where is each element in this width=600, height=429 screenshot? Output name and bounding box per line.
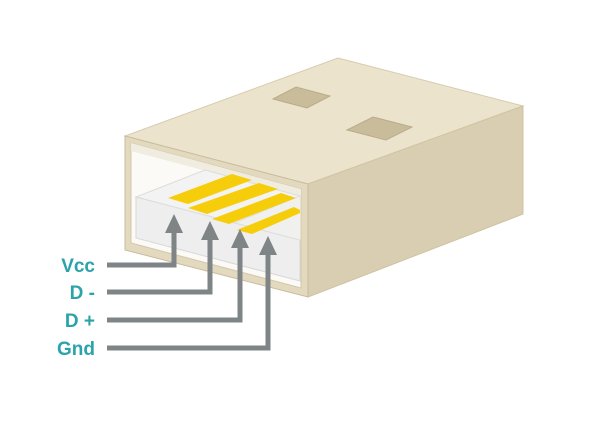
pin-arrowheads (165, 214, 277, 255)
arrow-vcc (107, 228, 177, 268)
contact-4 (237, 207, 300, 234)
latch-hole-left (271, 86, 332, 109)
pin-arrows (107, 228, 271, 351)
pin-labels: Vcc D - D + Gnd (57, 256, 95, 360)
usb-contacts (168, 174, 300, 234)
latch-hole-right (345, 116, 414, 141)
contact-1 (168, 174, 252, 204)
pin-label-vcc: Vcc (61, 256, 95, 277)
arrow-d-minus (107, 235, 213, 295)
arrow-gnd (107, 250, 271, 351)
arrowhead-d-plus (231, 229, 249, 248)
pin-label-gnd: Gnd (57, 339, 95, 360)
contact-3 (212, 193, 296, 224)
arrowhead-gnd (259, 236, 277, 255)
arrowhead-d-minus (201, 221, 219, 240)
usb-connector (123, 57, 525, 298)
contact-2 (188, 183, 278, 214)
arrowhead-vcc (165, 214, 183, 233)
connector-cavity-ceiling (131, 143, 301, 196)
arrow-d-plus (107, 243, 243, 323)
pin-label-d-plus: D + (65, 311, 95, 332)
pin-label-d-minus: D - (70, 283, 95, 304)
